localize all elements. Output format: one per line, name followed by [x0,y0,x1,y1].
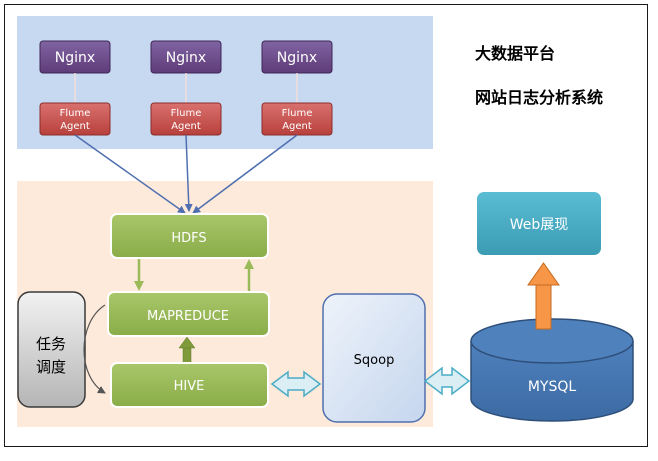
hive-to-mapreduce-arrow [178,336,196,366]
web-display-node[interactable] [475,190,603,257]
mysql-label: MYSQL [528,379,577,395]
mapreduce-to-hdfs-arrow [244,259,254,291]
flume-agent-label-3b: Agent [282,121,312,132]
title-line1: 大数据平台 [475,44,555,63]
nginx-label-2: Nginx [166,50,206,66]
hdfs-node[interactable] [110,213,269,259]
nginx-label-1: Nginx [55,50,95,66]
flume-agent-label-3a: Flume [282,108,313,119]
collector-3: Nginx Flume Agent [261,40,333,136]
hdfs-label: HDFS [171,231,206,246]
collector-2: Nginx Flume Agent [150,40,222,136]
flume2-to-hdfs-arrow [184,134,193,212]
mysql-node[interactable] [470,318,634,422]
mapreduce-node[interactable] [107,291,270,337]
architecture-diagram: 大数据平台 网站日志分析系统 Nginx Flume Agent Nginx F… [17,16,634,427]
sqoop-mysql-bidirectional-arrow [423,366,471,396]
scheduler-node[interactable] [17,291,86,408]
diagram-frame: 大数据平台 网站日志分析系统 Nginx Flume Agent Nginx F… [4,4,648,447]
sqoop-label: Sqoop [354,353,395,368]
collector-1: Nginx Flume Agent [39,40,111,136]
nginx-label-3: Nginx [277,50,317,66]
flume1-to-hdfs-arrow [74,134,186,214]
hive-label: HIVE [174,379,205,394]
hive-sqoop-bidirectional-arrow [270,370,322,398]
flume-agent-label-2a: Flume [171,108,202,119]
hdfs-to-mapreduce-arrow [134,259,144,291]
mysql-to-web-arrow [527,262,560,330]
flume3-to-hdfs-arrow [192,134,298,214]
scheduler-label-line1: 任务 [36,335,66,353]
flume-agent-label-2b: Agent [171,121,201,132]
title-line2: 网站日志分析系统 [475,88,603,107]
hive-node[interactable] [110,362,269,408]
mapreduce-label: MAPREDUCE [147,309,229,324]
sqoop-node[interactable] [322,293,426,423]
scheduler-label-line2: 调度 [36,358,66,376]
flume-agent-label-1b: Agent [60,121,90,132]
web-display-label: Web展现 [510,217,569,233]
scheduler-loop-arrow [83,304,106,394]
flume-agent-label-1a: Flume [60,108,91,119]
